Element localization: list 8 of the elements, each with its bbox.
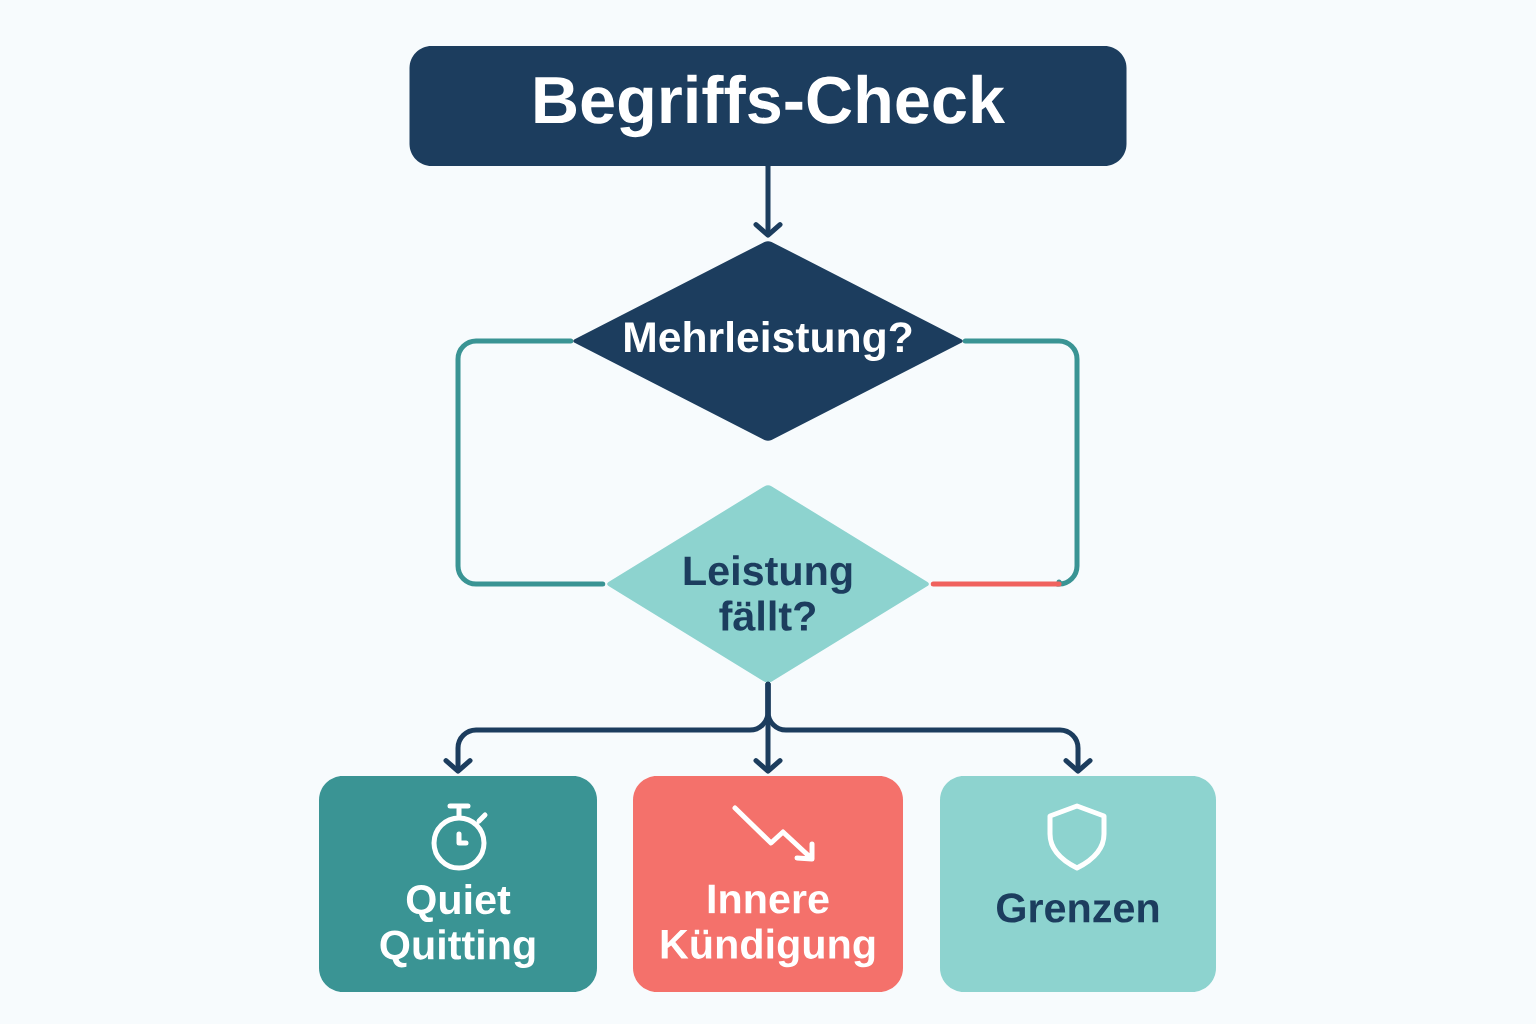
connector-line xyxy=(930,338,1080,587)
arrow xyxy=(753,163,783,238)
connector-line xyxy=(455,338,606,587)
title-box: Begriffs-Check xyxy=(409,46,1127,166)
outcome-box: Grenzen xyxy=(940,776,1216,992)
arrow xyxy=(765,681,1093,774)
outcome-box: Quiet Quitting xyxy=(319,776,597,992)
outcome-box: Innere Kündigung xyxy=(633,776,903,992)
